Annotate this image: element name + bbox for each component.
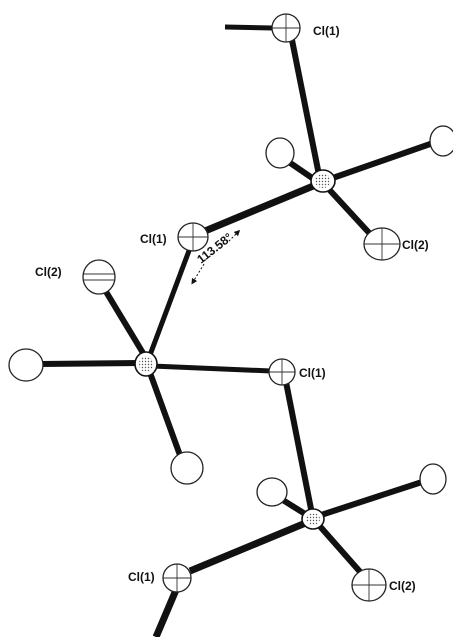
- bond: [151, 363, 272, 374]
- bond: [283, 381, 315, 515]
- atom-label-cl2: Cl(2): [35, 265, 62, 279]
- atom-label-cl2: Cl(2): [402, 238, 429, 252]
- bond: [203, 180, 320, 235]
- bond: [317, 479, 423, 519]
- atom-label-cl1: Cl(1): [299, 366, 326, 380]
- bond: [326, 140, 434, 183]
- metal-atom: [134, 351, 158, 377]
- chlorine-atom: [351, 568, 387, 602]
- ligand-atom: [429, 125, 453, 157]
- chlorine-atom: [363, 227, 401, 261]
- bond: [146, 368, 184, 460]
- metal-atom: [310, 169, 336, 193]
- bond: [39, 360, 141, 367]
- atom-label-cl1: Cl(1): [140, 232, 167, 246]
- bond: [289, 39, 323, 181]
- chlorine-atom: [82, 259, 116, 295]
- bond: [188, 518, 310, 575]
- bonds: [39, 24, 434, 637]
- ligand-atom: [256, 477, 288, 507]
- chlorine-atom: [268, 358, 296, 386]
- atom-label-cl1: Cl(1): [128, 570, 155, 584]
- bond: [152, 588, 180, 637]
- chlorine-atom: [271, 13, 301, 43]
- atom-label-cl1: Cl(1): [313, 24, 340, 38]
- bond: [147, 247, 193, 356]
- bond: [224, 24, 273, 31]
- ligand-atom: [170, 451, 204, 485]
- atom-labels: Cl(1) Cl(1) Cl(2) Cl(2) Cl(1) Cl(1) Cl(2…: [35, 24, 429, 593]
- ligand-atom: [8, 348, 44, 382]
- bond: [322, 182, 375, 239]
- atom-label-cl2: Cl(2): [389, 579, 416, 593]
- ligand-atom: [419, 463, 447, 495]
- atoms: [8, 13, 453, 602]
- bond: [102, 288, 149, 360]
- chlorine-atom: [177, 222, 209, 252]
- chlorine-atom: [162, 563, 192, 593]
- metal-atom: [301, 508, 325, 530]
- bond: [314, 521, 365, 576]
- ligand-atom: [265, 137, 295, 169]
